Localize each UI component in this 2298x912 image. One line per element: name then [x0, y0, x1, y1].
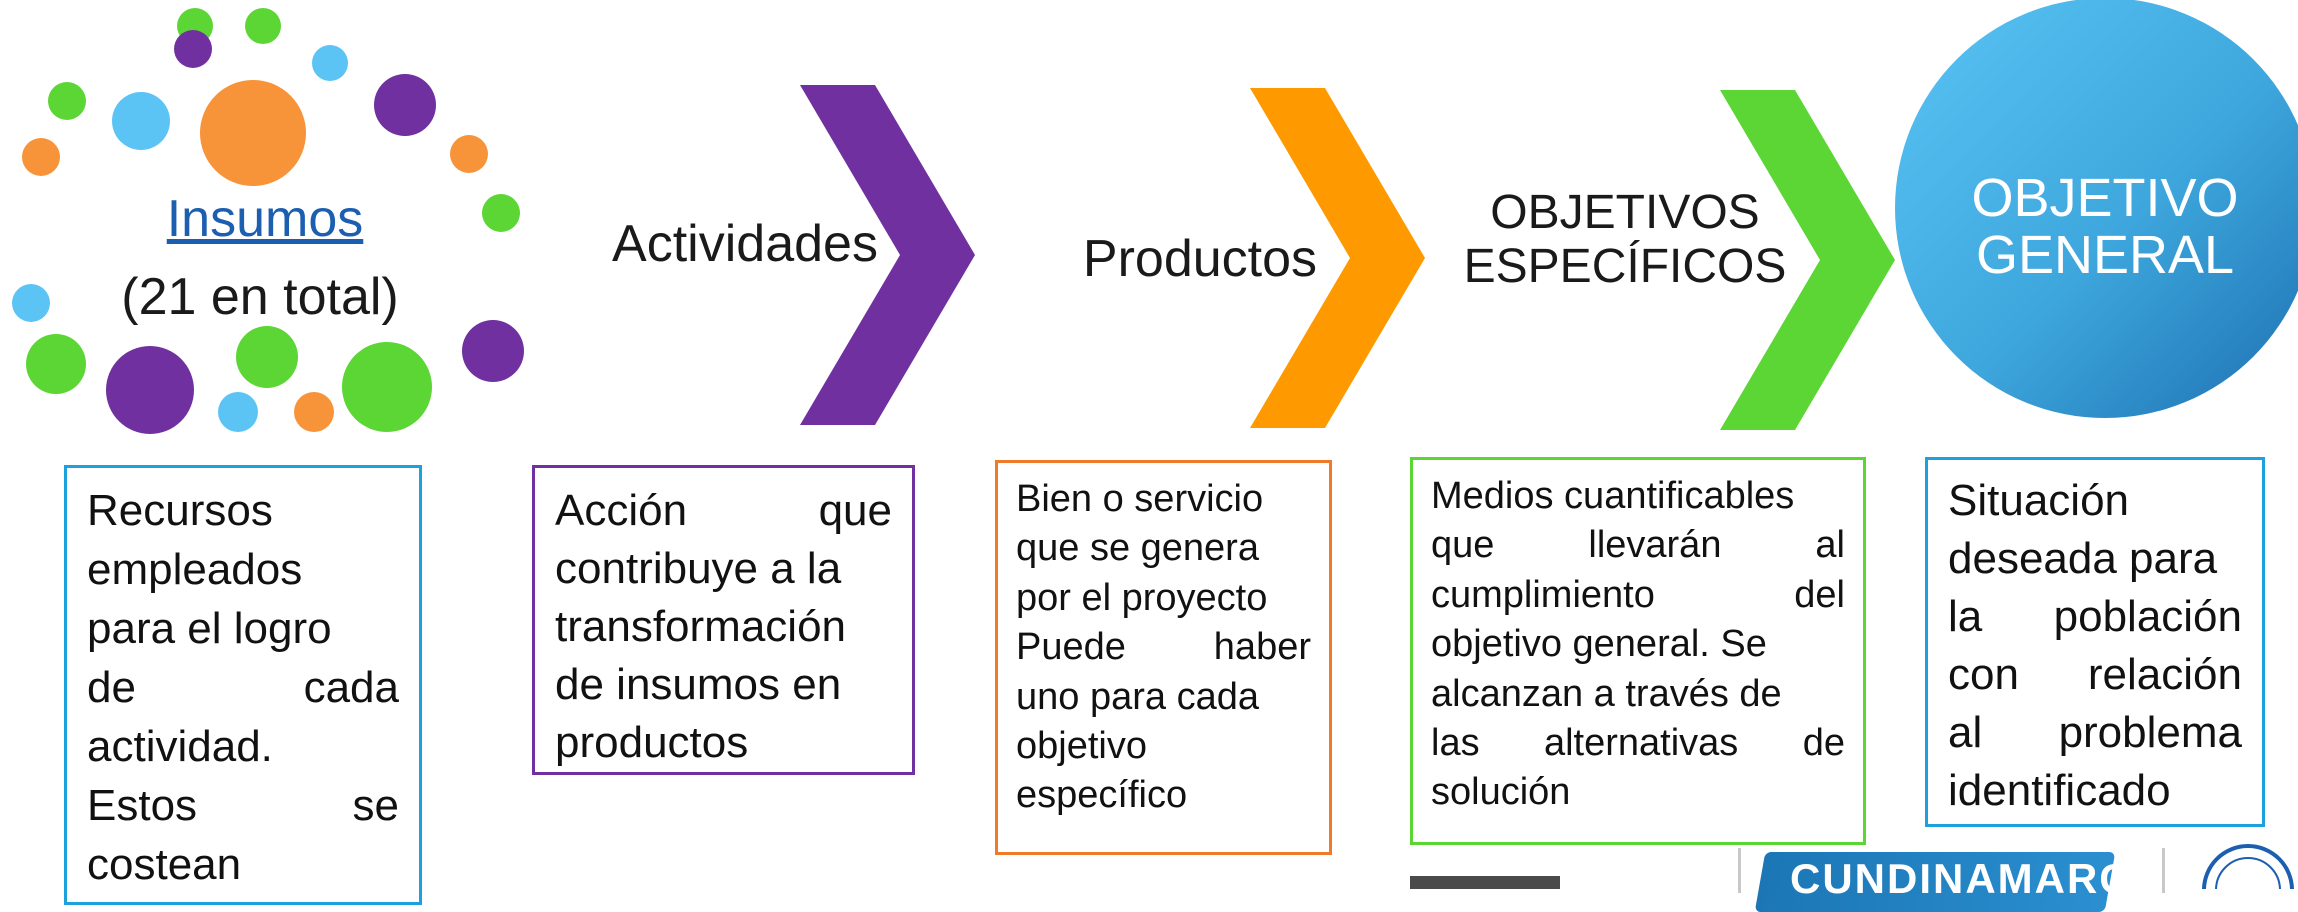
chevron-orange — [1250, 88, 1425, 428]
desc-line: transformación — [555, 602, 847, 652]
desc-line: específico — [1016, 774, 1188, 817]
desc-line: contribuye a la — [555, 544, 842, 594]
desc-actividades: Acción que contribuye a la transformación… — [532, 465, 915, 775]
stage-objetivo-general: OBJETIVO GENERAL — [1940, 170, 2270, 283]
desc-word: relación — [2087, 650, 2242, 700]
desc-word: de — [1802, 721, 1845, 764]
desc-line: que llevarán al — [1431, 521, 1845, 570]
desc-word: la — [1948, 592, 1983, 642]
cluster-dot — [482, 194, 520, 232]
cluster-dot — [342, 342, 432, 432]
desc-line: Medios cuantificables — [1431, 475, 1795, 517]
desc-line: costean — [87, 839, 242, 889]
desc-word: al — [1948, 708, 1983, 758]
obj-especificos-line: OBJETIVOS — [1490, 186, 1760, 239]
desc-line: Puede haber — [1016, 623, 1311, 672]
desc-line: objetivo general. Se — [1431, 623, 1767, 666]
chevron-purple — [800, 85, 975, 425]
desc-word: haber — [1213, 626, 1311, 669]
desc-word: con — [1948, 650, 2019, 700]
cluster-dot — [106, 346, 194, 434]
insumos-title[interactable]: Insumos — [166, 190, 364, 248]
cluster-dot — [12, 284, 50, 322]
stage-objetivos-especificos: OBJETIVOS ESPECÍFICOS — [1440, 186, 1810, 294]
cluster-dot — [312, 45, 348, 81]
cluster-dot — [174, 30, 212, 68]
cluster-dot — [112, 92, 170, 150]
desc-line: deseada para — [1948, 534, 2218, 584]
desc-line: solución — [1431, 771, 1571, 814]
desc-word: alternativas — [1543, 721, 1739, 764]
desc-line: que se genera — [1016, 527, 1259, 570]
desc-productos: Bien o servicio que se genera por el pro… — [995, 460, 1332, 855]
desc-line: cumplimiento del — [1431, 571, 1845, 620]
cluster-dot — [26, 334, 86, 394]
obj-general-line: OBJETIVO — [1971, 168, 2239, 228]
desc-line: actividad. — [87, 721, 273, 771]
stage-productos: Productos — [1082, 230, 1318, 288]
desc-line: identificado — [1948, 766, 2171, 816]
desc-line: uno para cada — [1016, 675, 1259, 718]
desc-word: las — [1431, 721, 1480, 764]
desc-word: Acción — [555, 486, 688, 535]
desc-word: cada — [303, 662, 399, 712]
obj-general-line: GENERAL — [1975, 224, 2235, 285]
desc-word: al — [1815, 524, 1845, 567]
cluster-dot — [236, 326, 298, 388]
desc-word: llevarán — [1588, 524, 1722, 567]
desc-line: con relación — [1948, 646, 2242, 704]
desc-word: que — [818, 486, 892, 535]
cluster-dot — [22, 138, 60, 176]
obj-especificos-line: ESPECÍFICOS — [1463, 239, 1787, 293]
cluster-dot — [294, 392, 334, 432]
desc-line: de insumos en — [555, 660, 842, 710]
footer-divider — [1738, 848, 1741, 893]
chevron-green — [1720, 90, 1895, 430]
seal-logo — [2202, 844, 2294, 889]
desc-objetivos-especificos: Medios cuantificables que llevarán al cump… — [1410, 457, 1866, 845]
left-logo-fragment — [1410, 876, 1560, 889]
cluster-dot — [48, 82, 86, 120]
desc-line: para el logro — [87, 603, 332, 653]
desc-word: de — [87, 662, 136, 712]
objetivo-general-circle — [1895, 0, 2298, 418]
desc-line: la población — [1948, 588, 2242, 646]
desc-word: problema — [2058, 708, 2242, 758]
cluster-dot — [374, 74, 436, 136]
desc-line: productos — [555, 718, 749, 768]
desc-line: de cada — [87, 659, 399, 718]
desc-line: Bien o servicio — [1016, 478, 1264, 520]
desc-word: Puede — [1016, 626, 1126, 669]
cluster-dot — [245, 8, 281, 44]
desc-line: Recursos — [87, 486, 273, 535]
stage-actividades: Actividades — [612, 215, 878, 273]
desc-line: objetivo — [1016, 724, 1147, 767]
cundinamarca-logo-text: CUNDINAMARCA — [1790, 855, 2164, 902]
desc-line: Acción que — [555, 482, 892, 540]
cluster-dot — [200, 80, 306, 186]
desc-line: empleados — [87, 544, 303, 594]
desc-objetivo-general: Situación deseada para la población con re… — [1925, 457, 2265, 827]
desc-line: Situación — [1948, 476, 2130, 525]
desc-word: población — [2053, 592, 2242, 642]
desc-word: cumplimiento — [1431, 573, 1655, 616]
cluster-dot — [462, 320, 524, 382]
desc-line: las alternativas de — [1431, 719, 1845, 768]
desc-line: alcanzan a través de — [1431, 672, 1782, 715]
cluster-dot — [450, 135, 488, 173]
desc-word: del — [1794, 573, 1845, 616]
desc-line: al problema — [1948, 704, 2242, 762]
footer-divider — [2162, 848, 2165, 893]
desc-word: Estos — [87, 780, 198, 830]
desc-line: Estos se — [87, 777, 399, 836]
cluster-dot — [218, 392, 258, 432]
insumos-subtitle: (21 en total) — [121, 268, 399, 326]
desc-word: se — [352, 780, 399, 830]
desc-word: que — [1431, 524, 1495, 567]
desc-line: por el proyecto — [1016, 576, 1268, 619]
